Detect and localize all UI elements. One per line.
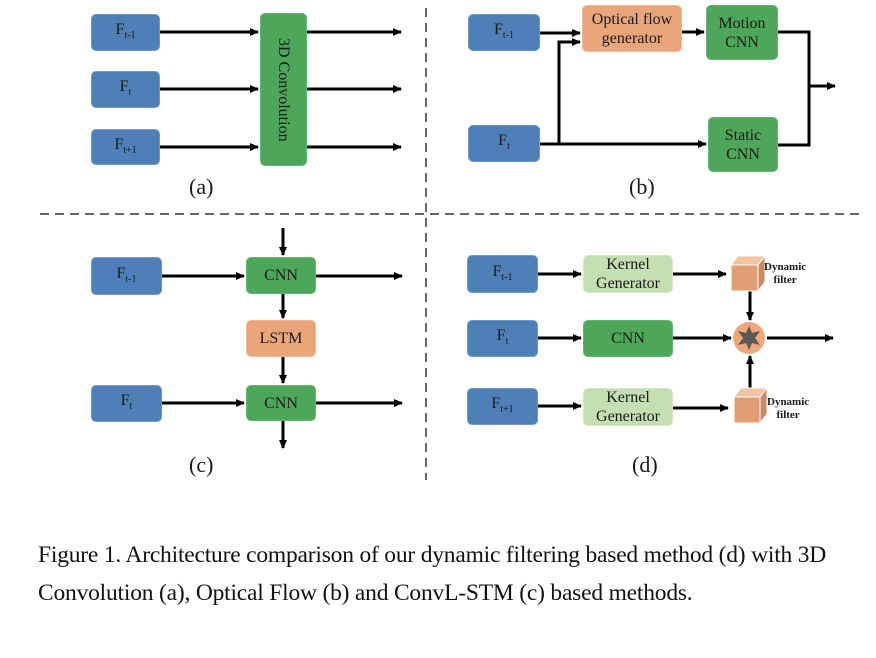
dynamic-filter-cube-icon	[732, 386, 769, 425]
3d-convolution-block: 3D Convolution	[260, 13, 307, 166]
panel-label-d: (d)	[632, 452, 658, 477]
static-cnn-block: Static CNN	[708, 117, 778, 172]
arrow	[540, 38, 581, 146]
cnn-block-top: CNN	[246, 257, 316, 294]
figure-caption: Figure 1. Architecture comparison of our…	[38, 542, 827, 606]
block-label-line1: Kernel	[606, 389, 650, 406]
input-frame-t: Ft	[91, 71, 160, 108]
panel-b-arrows	[540, 28, 836, 148]
architecture-figure: Ft-1 Ft Ft+1 3D Convolution (a) Ft-1 Ft …	[40, 5, 860, 480]
kernel-generator-block-bottom: Kernel Generator	[583, 388, 673, 426]
block-label-line1: Optical flow	[591, 10, 673, 28]
panel-a-arrows	[160, 28, 402, 151]
kernel-generator-block-top: Kernel Generator	[583, 255, 673, 293]
frame-label: Ft-1	[116, 264, 137, 285]
panel-label-b: (b)	[629, 174, 655, 199]
dynamic-filter-label-top: Dynamic filter	[764, 261, 807, 286]
connector	[778, 30, 811, 147]
frame-label: Ft+1	[114, 135, 137, 156]
frame-label: Ft	[498, 132, 510, 152]
block-label-line2: Generator	[596, 408, 660, 425]
block-label: CNN	[611, 330, 645, 347]
input-frame-t-plus-1: Ft+1	[467, 388, 538, 425]
block-label-line2: CNN	[725, 33, 759, 51]
motion-cnn-block: Motion CNN	[706, 5, 778, 60]
cnn-block-bottom: CNN	[246, 385, 316, 421]
input-frame-t: Ft	[467, 320, 538, 357]
input-frame-t-minus-1: Ft-1	[91, 14, 160, 51]
input-frame-t: Ft	[468, 125, 540, 162]
input-frame-t: Ft	[91, 385, 162, 422]
frame-label: Ft	[120, 392, 133, 412]
frame-label: Ft-1	[493, 21, 514, 41]
block-label-line1: Static	[724, 126, 762, 144]
frame-label: Ft	[119, 78, 132, 98]
block-label-line1: Kernel	[606, 256, 650, 273]
block-label-line2: generator	[601, 29, 663, 47]
cnn-block: CNN	[583, 320, 673, 357]
panel-label-c: (c)	[189, 452, 214, 477]
frame-label: Ft+1	[491, 395, 514, 415]
block-label: 3D Convolution	[275, 37, 292, 142]
panel-label-a: (a)	[189, 174, 214, 199]
panel-d-arrows	[538, 270, 834, 412]
dynamic-filter-label-bottom: Dynamic filter	[767, 396, 810, 421]
star-convolution-icon	[733, 322, 765, 354]
block-label-line1: Motion	[718, 14, 766, 32]
lstm-block: LSTM	[246, 320, 316, 357]
block-label-line2: CNN	[726, 145, 760, 163]
dynamic-filter-cube-icon	[729, 254, 767, 293]
frame-label: Ft-1	[115, 21, 136, 41]
block-label: LSTM	[259, 330, 303, 347]
block-label: CNN	[264, 267, 298, 284]
frame-label: Ft-1	[492, 262, 513, 283]
input-frame-t-minus-1: Ft-1	[467, 255, 538, 293]
input-frame-t-minus-1: Ft-1	[91, 257, 162, 295]
frame-label: Ft	[496, 327, 509, 347]
panel-c-arrows	[162, 228, 403, 449]
connectors-layer	[40, 8, 860, 480]
optical-flow-generator-block: Optical flow generator	[582, 5, 682, 52]
block-label-line2: Generator	[596, 275, 660, 292]
input-frame-t-plus-1: Ft+1	[91, 129, 160, 165]
block-label: CNN	[264, 394, 298, 412]
input-frame-t-minus-1: Ft-1	[468, 14, 540, 51]
